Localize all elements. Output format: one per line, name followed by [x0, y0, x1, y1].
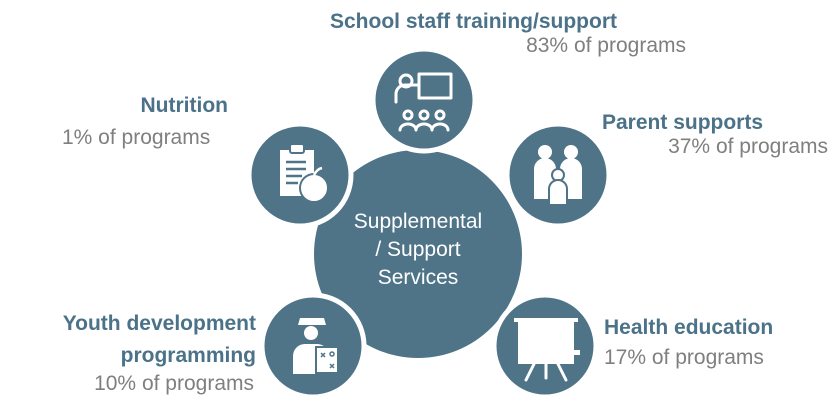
service-stat: 37% of programs [668, 135, 828, 158]
center-label: Supplemental / Support Services [318, 208, 518, 292]
presentation-board-icon [514, 318, 580, 382]
center-line: Supplemental [353, 210, 483, 233]
school-staff-label: School staff training/support 83% of pro… [330, 10, 690, 58]
service-title: Youth development [62, 312, 256, 335]
service-title: Parent supports [602, 111, 764, 134]
service-stat: 17% of programs [604, 346, 764, 369]
service-stat: 83% of programs [526, 34, 686, 57]
center-line: Services [377, 266, 459, 289]
family-icon [534, 145, 582, 206]
health-education-label: Health education 17% of programs [604, 316, 832, 370]
school-staff-node [370, 46, 478, 154]
nutrition-node [246, 121, 354, 229]
clipboard-apple-icon [280, 143, 329, 203]
service-stat: 10% of programs [94, 372, 254, 395]
service-title: Health education [604, 316, 774, 339]
parent-supports-node [504, 121, 612, 229]
youth-development-node [259, 292, 367, 400]
parent-supports-label: Parent supports 37% of programs [596, 111, 828, 159]
health-education-node [491, 292, 599, 400]
service-title: Nutrition [140, 94, 228, 117]
center-circle [314, 150, 522, 358]
center-line: / Support [375, 238, 461, 261]
coach-playbook-icon [293, 318, 339, 374]
teacher-classroom-icon [394, 72, 453, 132]
service-stat: 1% of programs [62, 126, 211, 149]
service-title: School staff training/support [330, 10, 617, 33]
nutrition-label: Nutrition 1% of programs [62, 94, 252, 150]
youth-development-label: Youth development programming 10% of pro… [0, 312, 256, 396]
service-title: programming [120, 344, 256, 367]
